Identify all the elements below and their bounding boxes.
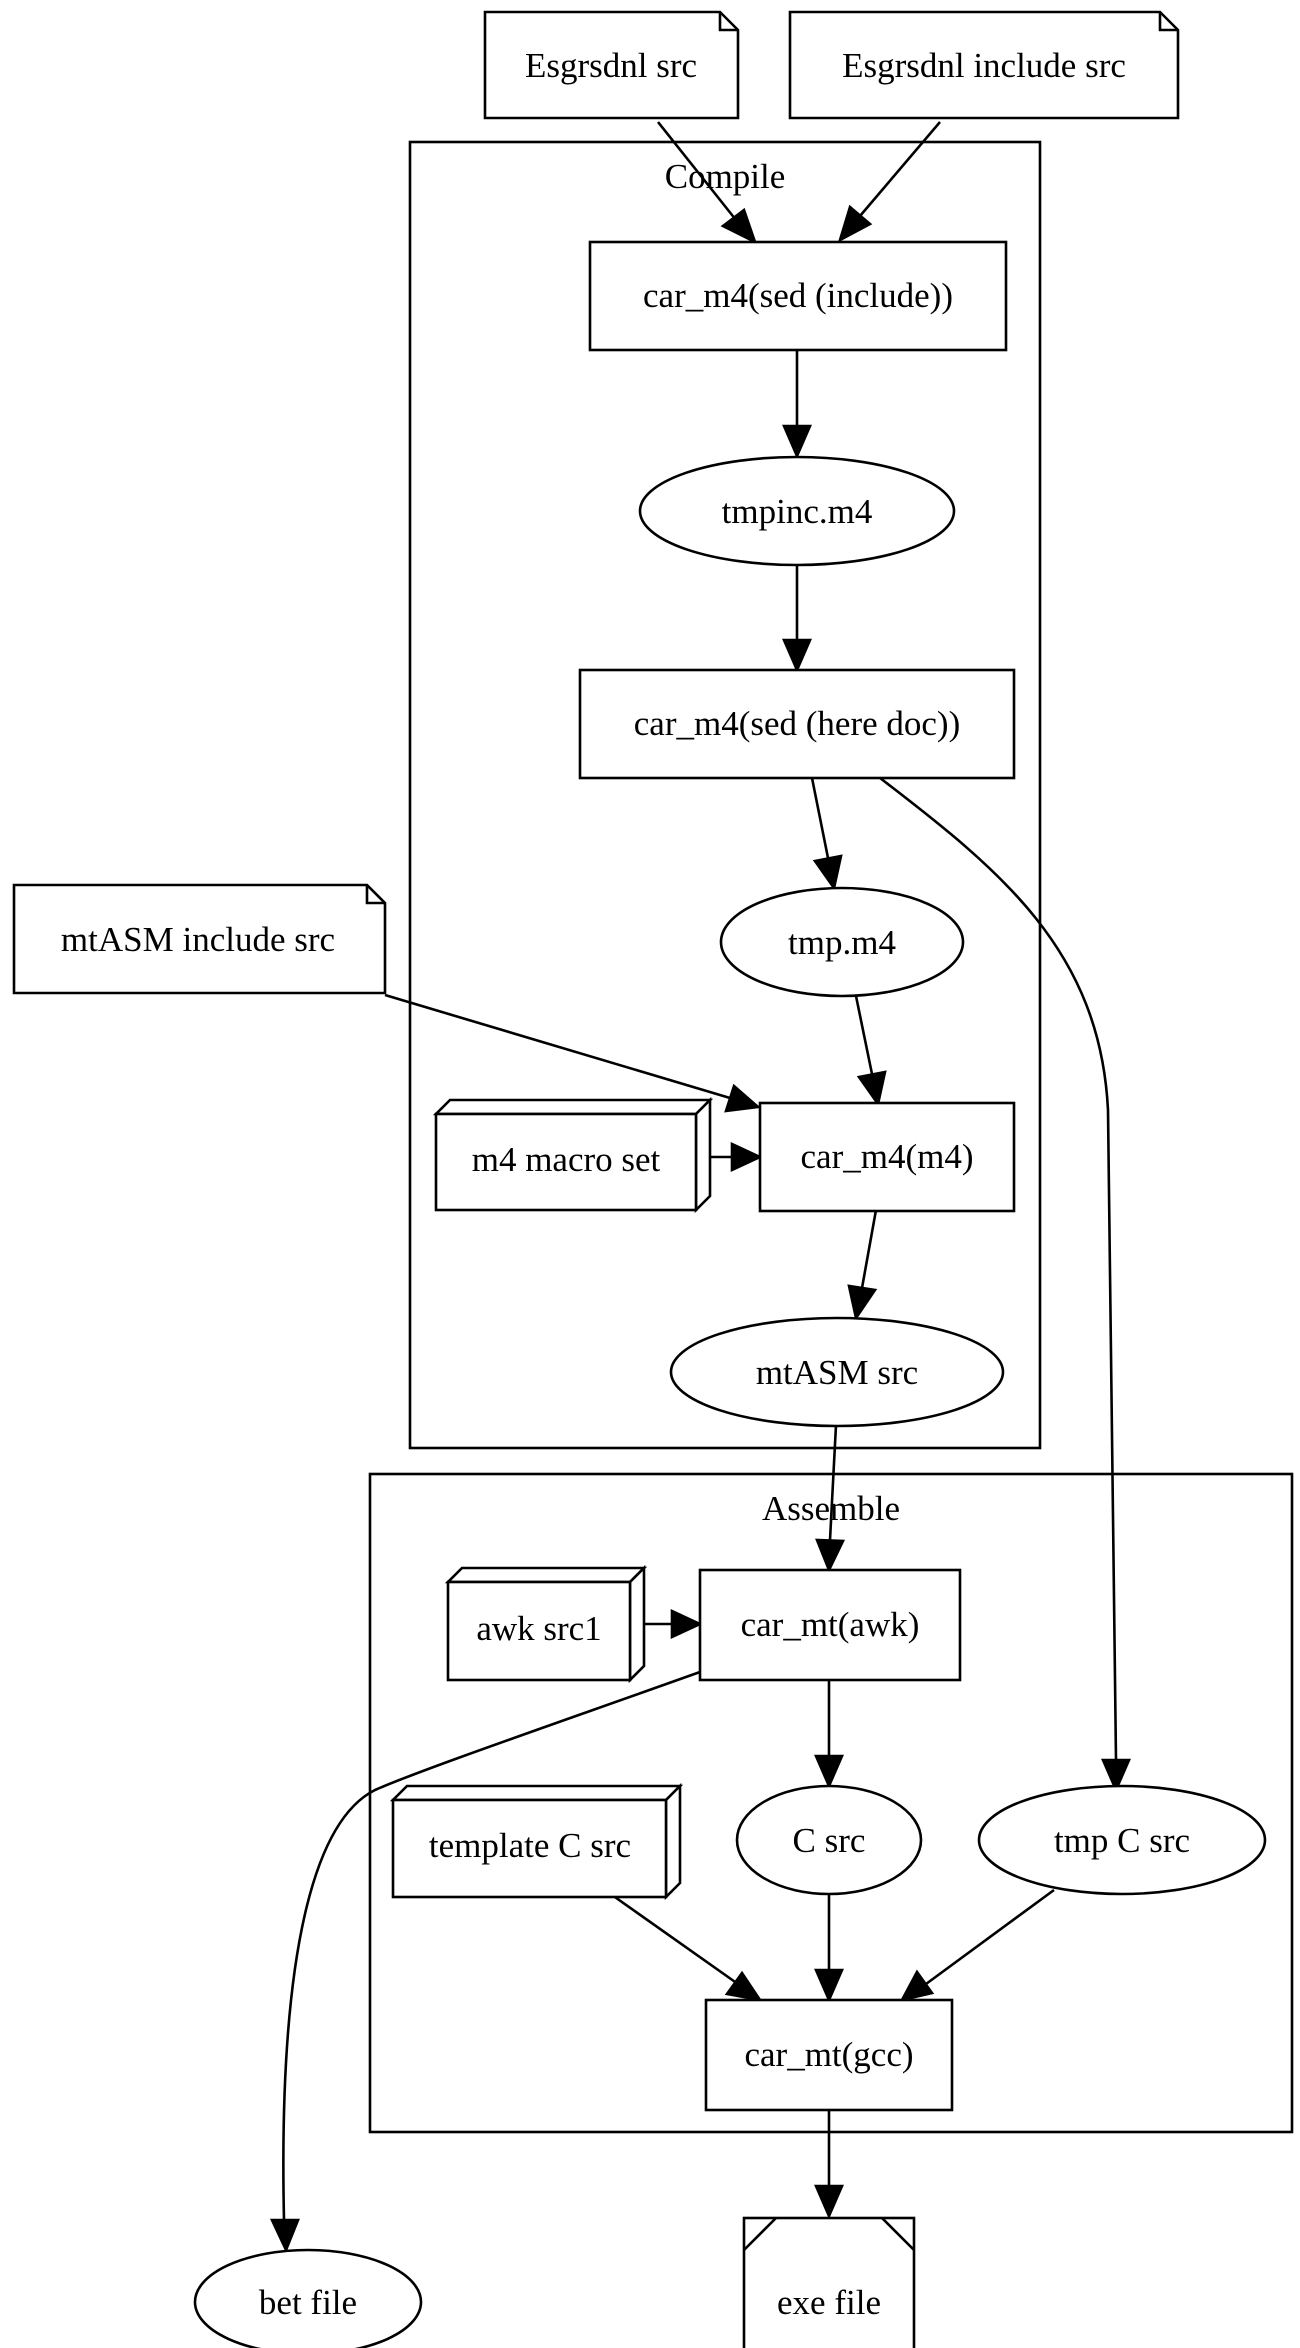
- arrowhead: [782, 638, 812, 674]
- node-esgrsdnl-src: Esgrsdnl src: [483, 10, 740, 120]
- node-esgrsdnl-include-src: Esgrsdnl include src: [788, 10, 1180, 120]
- car-m4-m4-label: car_m4(m4): [801, 1137, 974, 1176]
- edge-sed-here-doc-to-tmp-m4: [810, 777, 830, 859]
- tmp-c-src-label: tmp C src: [1054, 1821, 1190, 1860]
- tmpinc-m4-label: tmpinc.m4: [722, 492, 873, 531]
- arrowhead: [269, 2218, 300, 2254]
- node-m4-macro-set: m4 macro set: [432, 1096, 714, 1214]
- node-mtasm-src: mtASM src: [669, 1316, 1005, 1428]
- arrowhead: [899, 1969, 935, 2002]
- edge-car-m4-m4-to-mtasm-src: [860, 1209, 878, 1289]
- car-mt-gcc-label: car_mt(gcc): [744, 2035, 913, 2074]
- awk-src1-label: awk src1: [476, 1609, 601, 1648]
- node-c-src: C src: [735, 1784, 923, 1896]
- node-car-m4-m4: car_m4(m4): [758, 1101, 1016, 1213]
- mtasm-include-src-label: mtASM include src: [61, 920, 335, 959]
- edge-mtasm-src-to-car-mt-awk: [828, 1424, 838, 1541]
- edge-tmp-c-src-to-car-mt-gcc: [925, 1888, 1055, 1986]
- cluster-compile: Compile: [408, 140, 1042, 1450]
- node-exe-file: exe file: [742, 2216, 916, 2348]
- bet-file-label: bet file: [259, 2283, 357, 2322]
- cluster-assemble: Assemble: [368, 1472, 1294, 2134]
- arrowhead: [847, 1284, 878, 1322]
- edges: [269, 121, 1131, 2254]
- edge-car-mt-awk-to-bet-file: [282, 1670, 701, 2221]
- arrowhead: [724, 1083, 762, 1113]
- esgrsdnl-src-label: Esgrsdnl src: [525, 46, 697, 85]
- node-awk-src1: awk src1: [444, 1564, 648, 1684]
- edge-template-c-src-to-car-mt-gcc: [611, 1893, 739, 1986]
- node-tmp-m4: tmp.m4: [719, 886, 965, 998]
- arrowhead: [782, 424, 812, 460]
- tmp-m4-label: tmp.m4: [788, 923, 896, 962]
- node-template-c-src: template C src: [389, 1782, 684, 1901]
- node-car-m4-sed-include: car_m4(sed (include)): [588, 240, 1008, 352]
- esgrsdnl-include-src-label: Esgrsdnl include src: [842, 46, 1126, 85]
- node-bet-file: bet file: [193, 2248, 423, 2348]
- node-tmp-c-src: tmp C src: [977, 1784, 1267, 1896]
- arrowhead: [814, 1968, 844, 2004]
- edge-mtasm-include-to-car-m4-m4: [384, 993, 731, 1100]
- edge-esgrsdnl-src-to-sed-include: [656, 121, 738, 221]
- node-car-m4-sed-here-doc: car_m4(sed (here doc)): [578, 668, 1016, 780]
- c-src-label: C src: [793, 1821, 866, 1860]
- arrowhead: [814, 2184, 844, 2220]
- node-tmpinc-m4: tmpinc.m4: [638, 455, 956, 567]
- node-car-mt-awk: car_mt(awk): [698, 1568, 962, 1682]
- arrowhead: [815, 1538, 846, 1574]
- arrowhead: [837, 204, 873, 243]
- arrowhead: [730, 1141, 764, 1173]
- edge-tmp-m4-to-car-m4-m4: [854, 995, 874, 1075]
- arrowhead: [1101, 1758, 1131, 1794]
- m4-macro-set-label: m4 macro set: [472, 1140, 661, 1179]
- arrowhead: [814, 1754, 844, 1790]
- edge-esgrsdnl-include-to-sed-include: [859, 121, 941, 217]
- exe-file-label: exe file: [777, 2283, 881, 2322]
- arrowhead: [724, 1970, 763, 2002]
- arrowhead: [812, 854, 843, 892]
- cluster-compile-label: Compile: [665, 157, 786, 196]
- car-mt-awk-label: car_mt(awk): [741, 1605, 920, 1644]
- node-car-mt-gcc: car_mt(gcc): [704, 1998, 954, 2112]
- arrowhead: [720, 207, 758, 245]
- mtasm-src-label: mtASM src: [756, 1353, 918, 1392]
- car-m4-sed-here-doc-label: car_m4(sed (here doc)): [634, 704, 960, 743]
- edge-sed-here-doc-to-tmp-c-src: [879, 776, 1118, 1761]
- arrowhead: [856, 1070, 887, 1108]
- car-m4-sed-include-label: car_m4(sed (include)): [643, 276, 953, 315]
- arrowhead: [670, 1608, 704, 1640]
- template-c-src-label: template C src: [429, 1826, 631, 1865]
- node-mtasm-include-src: mtASM include src: [12, 883, 387, 995]
